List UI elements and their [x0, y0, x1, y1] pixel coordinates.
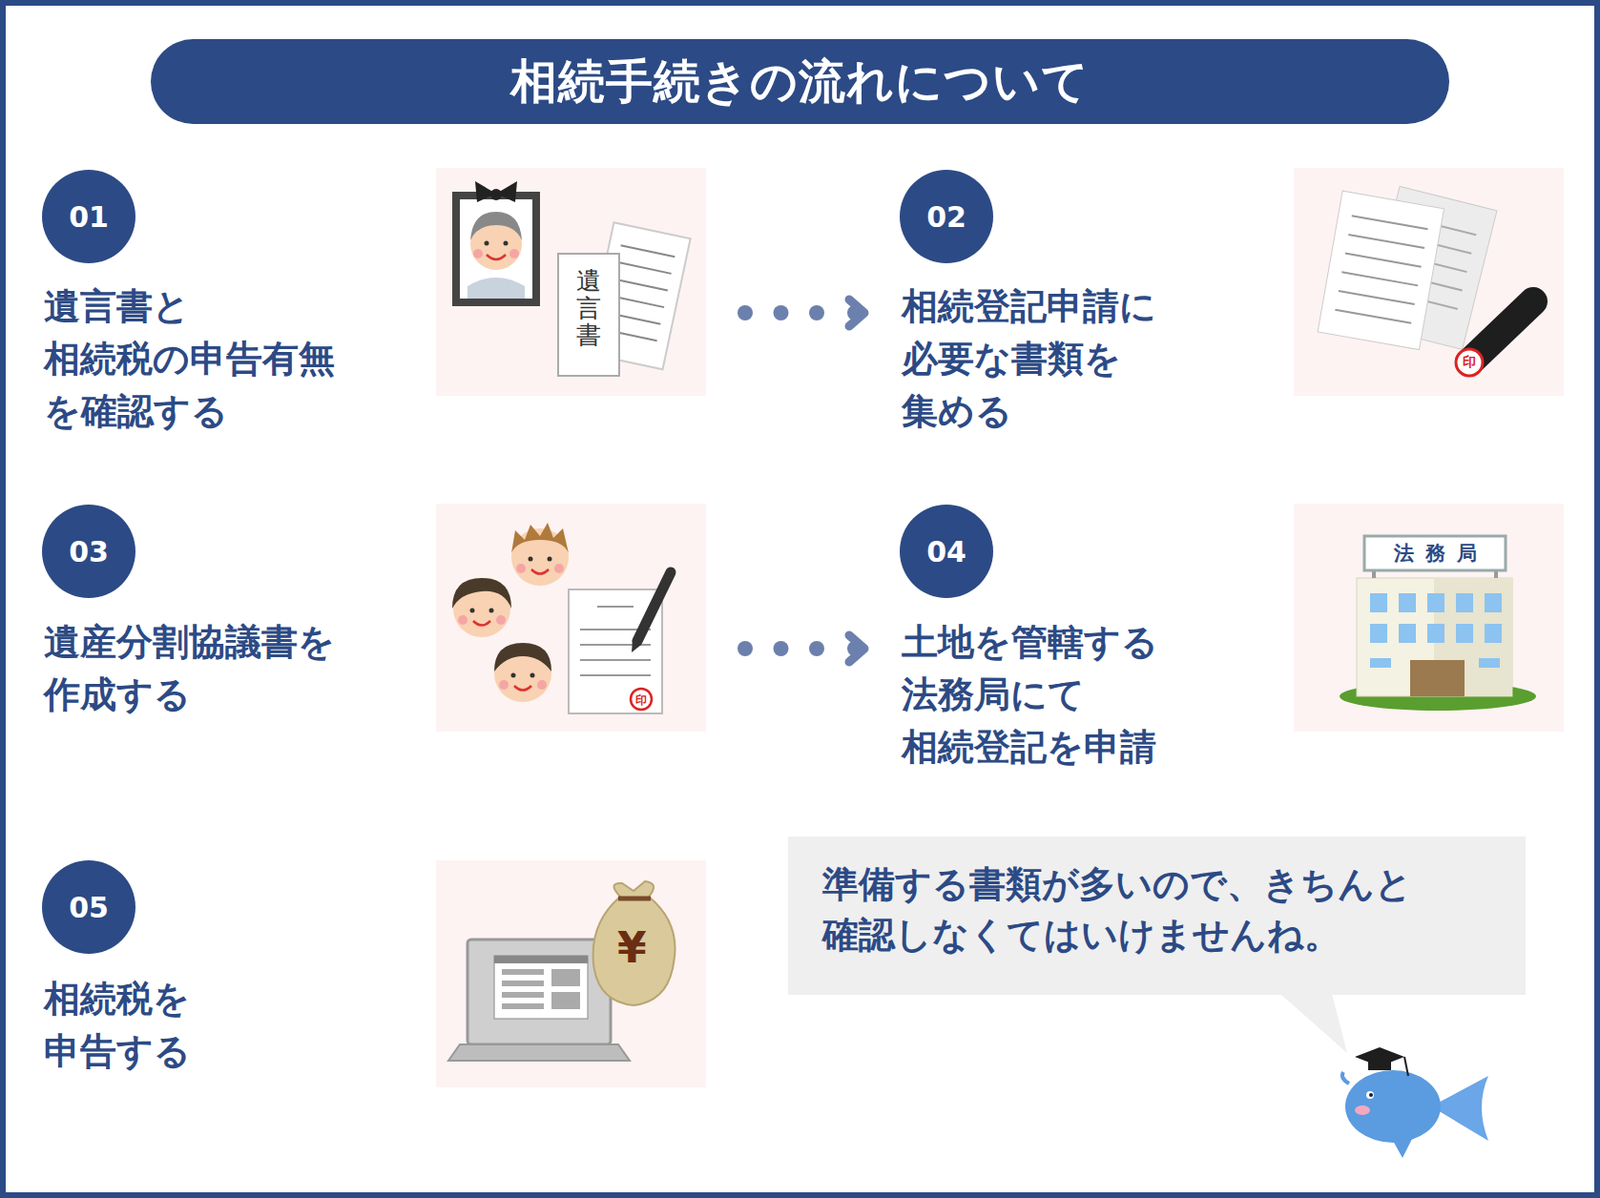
dotted-arrow [737, 635, 865, 663]
step-number: 01 [41, 169, 136, 264]
step-number: 05 [41, 860, 136, 955]
bubble-text: 準備する書類が多いので、きちんと 確認しなくてはいけませんね。 [822, 859, 1481, 961]
yen-sign: ¥ [617, 923, 647, 973]
step-block: 01 遺言書と 相続税の申告有無 を確認する [41, 167, 710, 455]
document-title: 遺言書 [576, 267, 602, 350]
title-text: 相続手続きの流れについて [510, 50, 1090, 114]
step-text: 相続登記申請に 必要な書類を 集める [901, 280, 1188, 438]
title-band: 相続手続きの流れについて [150, 39, 1450, 125]
step-block: 02 相続登記申請に 必要な書類を 集める [899, 167, 1568, 455]
speech-bubble: 準備する書類が多いので、きちんと 確認しなくてはいけませんね。 [788, 836, 1526, 996]
seal-mark: 印 [1462, 353, 1476, 372]
step-text: 相続税を 申告する [43, 973, 235, 1079]
step-number: 03 [41, 504, 136, 599]
step-text: 遺言書と 相続税の申告有無 を確認する [43, 280, 350, 438]
building-sign: 法務局 [1364, 536, 1506, 571]
seal-mark: 印 [635, 692, 647, 709]
step-number: 02 [899, 169, 994, 264]
step-text: 遺産分割協議書を 作成する [43, 616, 350, 722]
step-block: 03 遺産分割協議書を 作成する [41, 503, 710, 790]
step-block: 05 相続税を 申告する [41, 860, 710, 1090]
dotted-arrow [737, 299, 865, 327]
step-number: 04 [899, 504, 994, 599]
step-text: 土地を管轄する 法務局にて 相続登記を申請 [901, 616, 1188, 774]
